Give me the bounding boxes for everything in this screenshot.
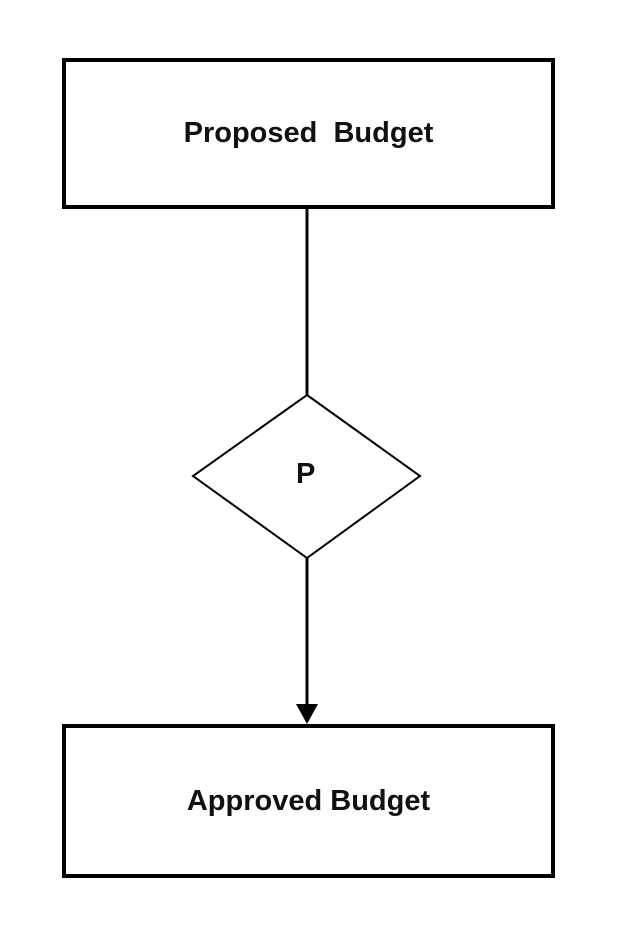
approved-budget-box: Approved Budget: [62, 724, 555, 878]
arrowhead-icon: [296, 704, 318, 724]
proposed-budget-box: Proposed Budget: [62, 58, 555, 209]
approved-budget-label: Approved Budget: [186, 784, 431, 817]
decision-label: P: [296, 458, 316, 490]
proposed-budget-label: Proposed Budget: [183, 117, 434, 149]
